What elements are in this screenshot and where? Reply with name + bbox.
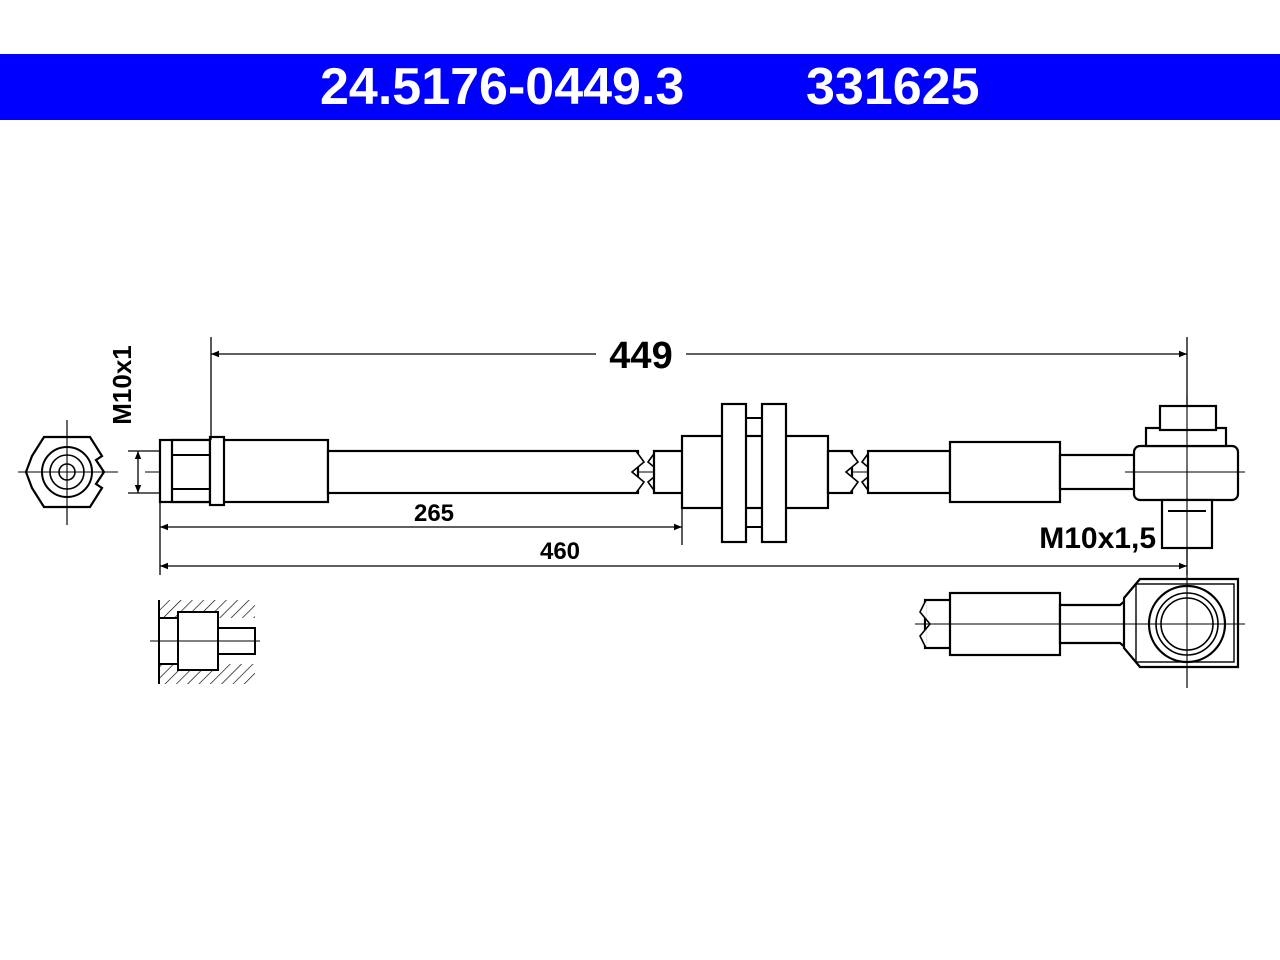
bracket-length-label: 265 [414, 500, 454, 527]
part-number: 24.5176-0449.3 [320, 58, 685, 116]
left-end-view [18, 420, 118, 525]
reference-number: 331625 [806, 58, 980, 116]
thread-label-right: M10x1,5 [1039, 522, 1156, 555]
dimension-265: 265 [159, 500, 683, 575]
banjo-top-view [915, 570, 1245, 688]
dimension-460: 460 [160, 538, 1188, 575]
thread-dimension-left: M10x1 [107, 345, 160, 494]
hose-side-view [145, 395, 1245, 560]
port-section-view [150, 600, 260, 684]
total-length-label: 460 [540, 538, 580, 565]
dimension-449: 449 [210, 335, 1188, 440]
overall-length-label: 449 [609, 335, 672, 377]
header-bar [0, 54, 1280, 120]
thread-label-left: M10x1 [107, 345, 137, 425]
